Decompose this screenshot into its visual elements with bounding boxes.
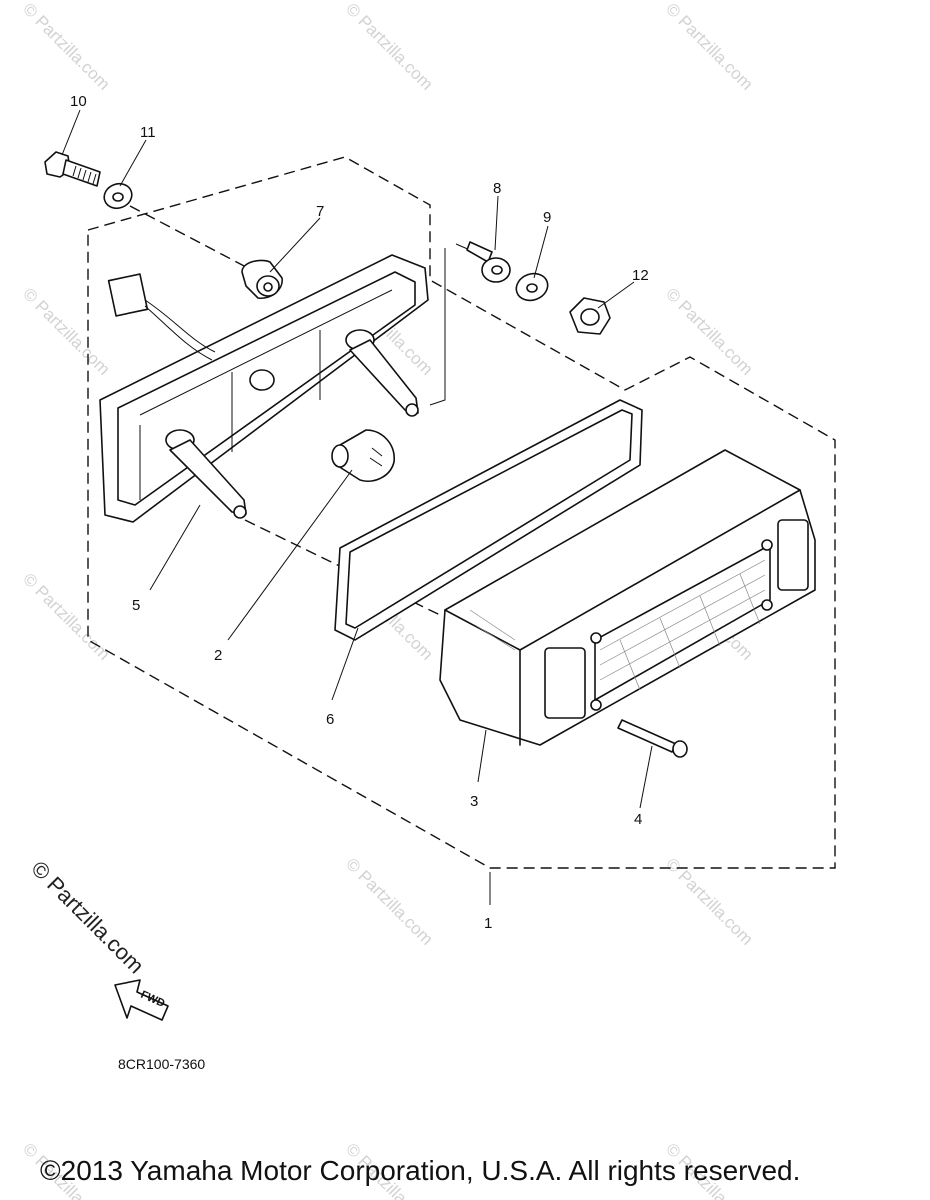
- callout-12: 12: [632, 267, 649, 284]
- callout-1: 1: [484, 915, 492, 932]
- part-7-grommet: [241, 259, 283, 300]
- watermark: © Partzilla.com: [662, 854, 756, 948]
- callouts: 1 2 3 4 5 6 7 8 9 10 11 12: [70, 93, 649, 932]
- bulb-socket: [345, 329, 419, 417]
- callout-8: 8: [493, 180, 501, 197]
- callout-6: 6: [326, 711, 334, 728]
- part-3-lens: [439, 449, 816, 746]
- part-6-gasket: [334, 399, 643, 641]
- callout-11: 11: [140, 124, 156, 141]
- bulb-socket: [165, 429, 247, 519]
- leader-lines: [61, 109, 653, 905]
- fwd-arrow-icon: FWD: [114, 979, 169, 1021]
- part-10-bolt: [44, 151, 101, 187]
- bulb-socket: [249, 369, 275, 391]
- watermark: © Partzilla.com: [19, 0, 113, 94]
- callout-3: 3: [470, 793, 478, 810]
- partzilla-watermark: © Partzilla.com: [26, 856, 149, 979]
- watermark: © Partzilla.com: [342, 854, 436, 948]
- diagram-code: 8CR100-7360: [118, 1056, 206, 1072]
- callout-5: 5: [132, 597, 140, 614]
- watermark: © Partzilla.com: [662, 0, 756, 94]
- part-11-washer: [103, 182, 133, 210]
- callout-10: 10: [70, 93, 87, 110]
- callout-4: 4: [634, 811, 642, 828]
- watermark: © Partzilla.com: [342, 0, 436, 94]
- part-5-lamp-housing: [99, 254, 429, 523]
- assembly-boundary: [87, 156, 836, 869]
- copyright: ©2013 Yamaha Motor Corporation, U.S.A. A…: [40, 1155, 801, 1186]
- callout-7: 7: [316, 203, 324, 220]
- part-9-washer: [515, 272, 549, 302]
- part-4-screw: [617, 719, 688, 758]
- part-8-collar: [466, 241, 511, 283]
- watermark: © Partzilla.com: [19, 284, 113, 378]
- callout-2: 2: [214, 647, 222, 664]
- callout-9: 9: [543, 209, 551, 226]
- watermark: © Partzilla.com: [19, 569, 113, 663]
- part-2-bulb: [331, 429, 395, 482]
